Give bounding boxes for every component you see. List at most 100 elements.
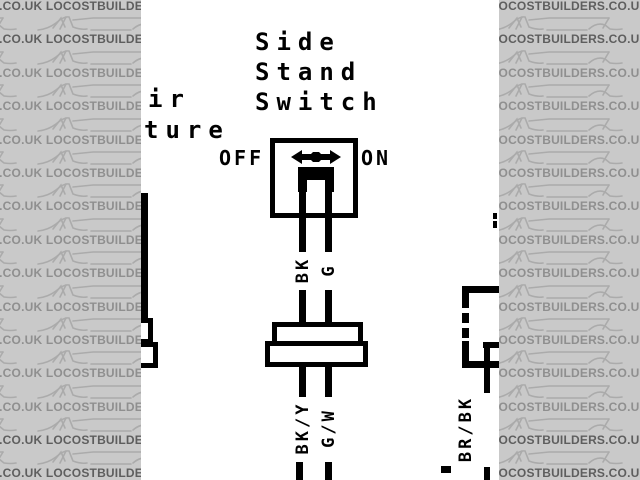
wire-brbk-upper-segment [484, 342, 490, 393]
wire-brbk-lead-dash [441, 466, 451, 473]
wire-bk-upper-segment [299, 190, 306, 252]
watermark-row: LOCOSTBUILDERS.CO.UK LOCOSTBUILDERS.CO.U… [499, 81, 640, 114]
watermark-row: LOCOSTBUILDERS.CO.UK LOCOSTBUILDERS.CO.U… [499, 215, 640, 248]
watermark-row: LOCOSTBUILDERS.CO.UK LOCOSTBUILDERS.CO.U… [499, 448, 640, 480]
excavator-art-icon [499, 383, 623, 399]
side-stand-switch-box [270, 138, 358, 218]
excavator-art-icon [37, 316, 141, 332]
wire-bky-bottom-stub [296, 462, 303, 480]
right-branch-lower-segment [462, 341, 469, 368]
watermark-text: LOCOSTBUILDERS.CO.UK LOCOSTBUILDERS.CO.U… [499, 65, 640, 80]
right-branch-dash-1 [462, 313, 469, 323]
watermark-row: LOCOSTBUILDERS.CO.UK LOCOSTBUILDERS.CO.U… [499, 315, 640, 348]
watermark-text: LOCOSTBUILDERS.CO.UK LOCOSTBUILDERS.CO.U… [499, 366, 640, 381]
watermark-text: LOCOSTBUILDERS.CO.UK LOCOSTBUILDERS.CO.U… [499, 332, 640, 347]
watermark-text: LOCOSTBUILDERS.CO.UK LOCOSTBUILDERS.CO.U… [0, 0, 141, 13]
watermark-text: LOCOSTBUILDERS.CO.UK LOCOSTBUILDERS.CO.U… [0, 199, 141, 214]
left-branch-wire [141, 193, 148, 320]
watermark-text: LOCOSTBUILDERS.CO.UK LOCOSTBUILDERS.CO.U… [499, 266, 640, 281]
watermark-text: LOCOSTBUILDERS.CO.UK LOCOSTBUILDERS.CO.U… [499, 132, 640, 147]
excavator-art-icon [37, 183, 141, 199]
excavator-art-icon [37, 250, 141, 265]
watermark-text: LOCOSTBUILDERS.CO.UK LOCOSTBUILDERS.CO.U… [0, 433, 141, 448]
excavator-art-icon [37, 383, 141, 399]
right-branch-top-line [462, 286, 508, 293]
clipped-edge-mark-1 [493, 213, 497, 219]
watermark-text: LOCOSTBUILDERS.CO.UK LOCOSTBUILDERS.CO.U… [499, 466, 640, 480]
watermark-row: LOCOSTBUILDERS.CO.UK LOCOSTBUILDERS.CO.U… [499, 0, 640, 14]
clipped-left-label-line-1: ir [148, 85, 191, 113]
excavator-art-icon [0, 451, 17, 465]
excavator-art-icon [499, 183, 623, 199]
watermark-text: LOCOSTBUILDERS.CO.UK LOCOSTBUILDERS.CO.U… [0, 32, 141, 47]
excavator-art-icon [0, 351, 17, 365]
watermark-text: LOCOSTBUILDERS.CO.UK LOCOSTBUILDERS.CO.U… [499, 165, 640, 180]
wire-bk-to-connector [299, 290, 306, 324]
excavator-art-icon [499, 450, 623, 466]
watermark-row: LOCOSTBUILDERS.CO.UK LOCOSTBUILDERS.CO.U… [499, 348, 640, 381]
watermark-text: LOCOSTBUILDERS.CO.UK LOCOSTBUILDERS.CO.U… [499, 232, 640, 247]
watermark-row: LOCOSTBUILDERS.CO.UK LOCOSTBUILDERS.CO.U… [0, 415, 141, 448]
excavator-art-icon [0, 151, 17, 165]
watermark-row: LOCOSTBUILDERS.CO.UK LOCOSTBUILDERS.CO.U… [499, 48, 640, 81]
wire-gw-bottom-stub [325, 462, 332, 480]
excavator-art-icon [0, 17, 17, 31]
excavator-art-icon [37, 116, 141, 132]
excavator-art-icon [0, 251, 17, 265]
diagram-title-line-2: Stand [255, 58, 363, 86]
watermark-text: LOCOSTBUILDERS.CO.UK LOCOSTBUILDERS.CO.U… [499, 0, 640, 13]
diagram-title-line-1: Side [255, 28, 341, 56]
watermark-text: LOCOSTBUILDERS.CO.UK LOCOSTBUILDERS.CO.U… [0, 366, 141, 381]
excavator-art-icon [0, 184, 17, 198]
watermark-text: LOCOSTBUILDERS.CO.UK LOCOSTBUILDERS.CO.U… [0, 65, 141, 80]
excavator-art-icon [0, 50, 17, 65]
right-branch-inner-line [483, 342, 508, 348]
watermark-row: LOCOSTBUILDERS.CO.UK LOCOSTBUILDERS.CO.U… [0, 14, 141, 47]
watermark-row: LOCOSTBUILDERS.CO.UK LOCOSTBUILDERS.CO.U… [499, 14, 640, 47]
excavator-art-icon [499, 283, 623, 299]
watermark-row: LOCOSTBUILDERS.CO.UK LOCOSTBUILDERS.CO.U… [499, 148, 640, 181]
watermark-row: LOCOSTBUILDERS.CO.UK LOCOSTBUILDERS.CO.U… [499, 181, 640, 214]
watermark-row: LOCOSTBUILDERS.CO.UK LOCOSTBUILDERS.CO.U… [0, 48, 141, 81]
excavator-art-icon [37, 417, 141, 432]
watermark-row: LOCOSTBUILDERS.CO.UK LOCOSTBUILDERS.CO.U… [0, 448, 141, 480]
watermark-row: LOCOSTBUILDERS.CO.UK LOCOSTBUILDERS.CO.U… [0, 181, 141, 214]
excavator-art-icon [37, 16, 141, 32]
watermark-text: LOCOSTBUILDERS.CO.UK LOCOSTBUILDERS.CO.U… [499, 299, 640, 314]
wire-g-upper-segment [325, 190, 332, 252]
wire-g-to-connector [325, 290, 332, 324]
watermark-text: LOCOSTBUILDERS.CO.UK LOCOSTBUILDERS.CO.U… [0, 132, 141, 147]
right-branch-dash-2 [462, 328, 469, 338]
watermark-text: LOCOSTBUILDERS.CO.UK LOCOSTBUILDERS.CO.U… [499, 99, 640, 114]
excavator-art-icon [499, 16, 623, 32]
watermark-text: LOCOSTBUILDERS.CO.UK LOCOSTBUILDERS.CO.U… [0, 165, 141, 180]
excavator-art-icon [499, 417, 623, 432]
excavator-art-icon [499, 150, 623, 165]
watermark-text: LOCOSTBUILDERS.CO.UK LOCOSTBUILDERS.CO.U… [0, 332, 141, 347]
excavator-art-icon [37, 150, 141, 165]
excavator-art-icon [37, 83, 141, 98]
clipped-edge-mark-2 [493, 221, 497, 228]
wire-label-g: G [319, 263, 339, 277]
watermark-row: LOCOSTBUILDERS.CO.UK LOCOSTBUILDERS.CO.U… [0, 148, 141, 181]
watermark-row: LOCOSTBUILDERS.CO.UK LOCOSTBUILDERS.CO.U… [499, 282, 640, 315]
wire-gw-from-connector [325, 364, 332, 397]
watermark-row: LOCOSTBUILDERS.CO.UK LOCOSTBUILDERS.CO.U… [0, 348, 141, 381]
watermark-text: LOCOSTBUILDERS.CO.UK LOCOSTBUILDERS.CO.U… [0, 466, 141, 480]
watermark-text: LOCOSTBUILDERS.CO.UK LOCOSTBUILDERS.CO.U… [499, 32, 640, 47]
excavator-art-icon [499, 83, 623, 98]
connector-lower-shell [265, 341, 368, 367]
excavator-art-icon [499, 216, 623, 232]
watermark-text: LOCOSTBUILDERS.CO.UK LOCOSTBUILDERS.CO.U… [499, 199, 640, 214]
watermark-text: LOCOSTBUILDERS.CO.UK LOCOSTBUILDERS.CO.U… [0, 399, 141, 414]
excavator-art-icon [0, 384, 17, 398]
excavator-art-icon [0, 117, 17, 131]
diagram-title-line-3: Switch [255, 88, 384, 116]
excavator-art-icon [0, 284, 17, 298]
excavator-art-icon [0, 84, 17, 98]
watermark-rows-right: LOCOSTBUILDERS.CO.UK LOCOSTBUILDERS.CO.U… [499, 0, 640, 480]
switch-contact-right-leg [325, 178, 334, 192]
watermark-strip-left: LOCOSTBUILDERS.CO.UK LOCOSTBUILDERS.CO.U… [0, 0, 141, 480]
wire-label-brbk: BR/BK [456, 395, 476, 463]
